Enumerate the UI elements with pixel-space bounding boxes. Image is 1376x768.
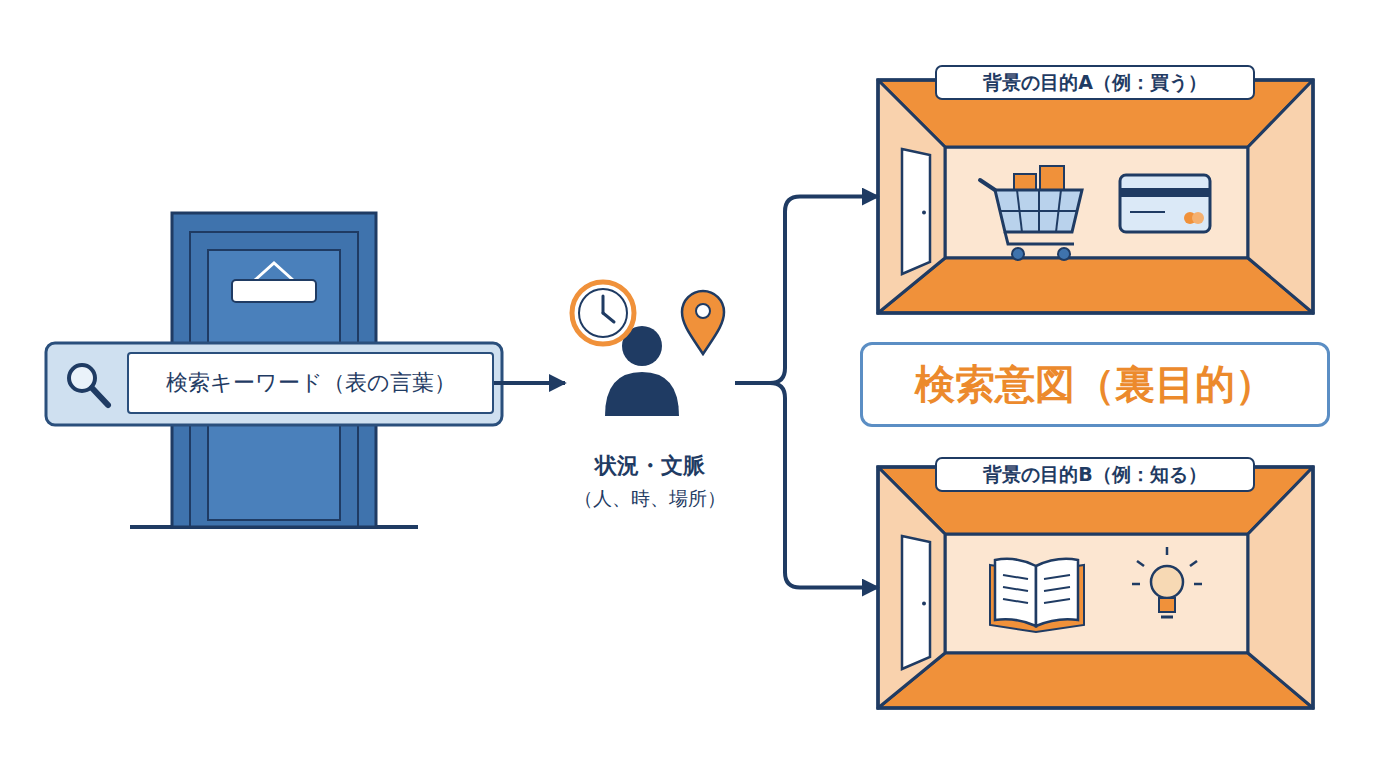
room-label: 背景の目的A（例：買う） (935, 65, 1255, 100)
flow-arrow (735, 197, 878, 384)
node-title: 検索意図（裏目的） (915, 357, 1275, 412)
context-node: 状況・文脈（人、時、場所） (565, 275, 735, 525)
search-bar (46, 343, 502, 425)
clock-icon (572, 282, 634, 344)
purpose-room: 背景の目的B（例：知る） (878, 467, 1313, 708)
flow-arrow (735, 383, 878, 588)
intent-box: 検索意図（裏目的） (860, 342, 1330, 427)
cart-icon (980, 166, 1082, 260)
flow-arrow (494, 381, 565, 385)
room-illustration (878, 80, 1313, 313)
location-pin (682, 291, 724, 354)
room-illustration (878, 467, 1313, 708)
lightbulb-icon (1132, 547, 1202, 617)
node-title: 状況・文脈 (595, 449, 705, 483)
book-icon (990, 559, 1084, 632)
node-title: 検索キーワード（表の言葉） (166, 368, 456, 398)
keyword-box: 検索キーワード（表の言葉） (127, 352, 494, 414)
purpose-room: 背景の目的A（例：買う） (878, 80, 1313, 313)
room-label: 背景の目的B（例：知る） (935, 457, 1255, 492)
credit-card-icon (1120, 175, 1210, 232)
node-subtitle: （人、時、場所） (574, 483, 726, 513)
